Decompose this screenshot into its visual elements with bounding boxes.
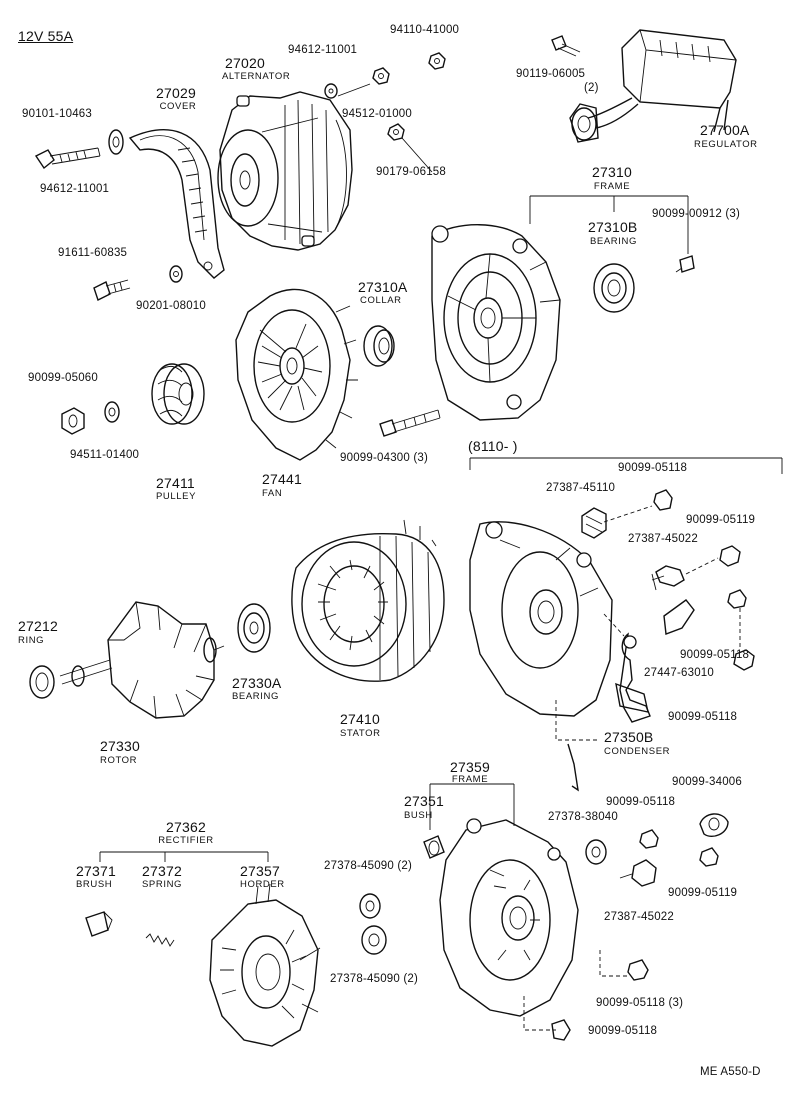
group-code-label: (8110- ) bbox=[468, 438, 518, 454]
callout-90099-05118-f: 90099-05118 bbox=[588, 1025, 658, 1037]
callout-90099-05118-c: 90099-05118 bbox=[668, 711, 738, 723]
pulley-drawing bbox=[151, 363, 205, 425]
callout-27387-45022-b: 27387-45022 bbox=[604, 911, 674, 923]
callout-90179-06158: 90179-06158 bbox=[376, 166, 446, 178]
part-number-27029: 27029 bbox=[156, 85, 196, 101]
callout-27378-45090-b: 27378-45090 (2) bbox=[330, 973, 419, 985]
rear-group-bracket bbox=[469, 457, 783, 474]
part-number-27372: 27372 bbox=[142, 863, 182, 879]
part-name-fan: FAN bbox=[262, 488, 283, 499]
part-name-spring: SPRING bbox=[142, 879, 183, 890]
callout-27447-63010: 27447-63010 bbox=[644, 667, 714, 679]
callout-27378-38040: 27378-38040 bbox=[548, 811, 618, 823]
part-name-bearing-27310b: BEARING bbox=[590, 236, 637, 247]
callout-94110-41000: 94110-41000 bbox=[390, 24, 460, 36]
callout-90099-00912: 90099-00912 (3) bbox=[652, 208, 741, 220]
part-name-cover: COVER bbox=[159, 101, 197, 112]
bolt-90101-drawing bbox=[34, 129, 124, 170]
rectifier-group-bracket bbox=[99, 851, 269, 862]
part-name-rotor: ROTOR bbox=[100, 755, 138, 766]
part-number-27020: 27020 bbox=[225, 55, 265, 71]
part-number-27371: 27371 bbox=[76, 863, 116, 879]
callout-94612-11001-washer: 94612-11001 bbox=[40, 183, 110, 195]
part-number-27411: 27411 bbox=[156, 475, 195, 491]
callout-90099-05118-e: 90099-05118 (3) bbox=[596, 997, 684, 1009]
part-name-horder: HORDER bbox=[240, 879, 285, 890]
part-number-27310b: 27310B bbox=[588, 219, 638, 235]
part-number-27357: 27357 bbox=[240, 863, 280, 879]
part-number-27330a: 27330A bbox=[232, 675, 282, 691]
callout-94612-11001: 94612-11001 bbox=[288, 44, 358, 56]
rear-frame-group-bracket bbox=[429, 783, 515, 830]
callout-27387-45022-a: 27387-45022 bbox=[628, 533, 698, 545]
part-name-alternator: ALTERNATOR bbox=[222, 71, 291, 82]
callout-90101-10463: 90101-10463 bbox=[22, 108, 92, 120]
part-number-27350b: 27350B bbox=[604, 729, 654, 745]
part-number-27359: 27359 bbox=[450, 759, 490, 775]
illustration-reference-code: ME A550-D bbox=[700, 1066, 761, 1078]
part-number-27351: 27351 bbox=[404, 793, 444, 809]
callout-94511-01400: 94511-01400 bbox=[70, 449, 140, 461]
voltage-amperage-spec: 12V 55A bbox=[18, 28, 74, 44]
part-name-pulley: PULLEY bbox=[156, 491, 197, 502]
part-name-rectifier: RECTIFIER bbox=[158, 835, 214, 846]
part-number-27700a: 27700A bbox=[700, 122, 750, 138]
part-name-ring: RING bbox=[18, 635, 45, 646]
rear-frame-drawing bbox=[439, 818, 579, 1017]
part-name-bush: BUSH bbox=[404, 810, 433, 821]
drive-end-frame-drawing bbox=[431, 224, 561, 421]
part-name-frame-27310: FRAME bbox=[593, 181, 631, 192]
part-name-regulator: REGULATOR bbox=[694, 139, 758, 150]
part-number-27362: 27362 bbox=[166, 819, 206, 835]
stator-drawing bbox=[291, 519, 445, 682]
regulator-drawing bbox=[551, 29, 737, 143]
part-name-frame-27359: FRAME bbox=[451, 774, 489, 785]
part-name-brush: BRUSH bbox=[76, 879, 113, 890]
callout-90099-05118-a: 90099-05118 bbox=[618, 462, 688, 474]
callout-90099-05060: 90099-05060 bbox=[28, 372, 98, 384]
alternator-assembly-drawing bbox=[217, 91, 353, 251]
callout-91611-60835: 91611-60835 bbox=[58, 247, 128, 259]
cover-drawing bbox=[128, 129, 225, 279]
part-number-27441: 27441 bbox=[262, 471, 302, 487]
callout-90099-05118-d: 90099-05118 bbox=[606, 796, 676, 808]
fan-drawing bbox=[235, 288, 358, 461]
part-number-27310a: 27310A bbox=[358, 279, 408, 295]
part-name-condenser: CONDENSER bbox=[604, 746, 671, 757]
part-name-bearing-27330a: BEARING bbox=[232, 691, 279, 702]
callout-27378-45090-a: 27378-45090 (2) bbox=[324, 860, 413, 872]
callout-quantity-2-regulator-screw: (2) bbox=[584, 82, 599, 94]
part-name-collar: COLLAR bbox=[360, 295, 402, 306]
part-name-stator: STATOR bbox=[340, 728, 381, 739]
brush-holder-drawing bbox=[209, 883, 321, 1047]
part-number-27310: 27310 bbox=[592, 164, 632, 180]
frame-group-bracket bbox=[529, 195, 689, 254]
callout-90099-05119-a: 90099-05119 bbox=[686, 514, 756, 526]
part-number-27410: 27410 bbox=[340, 711, 380, 727]
callout-94512-01000: 94512-01000 bbox=[342, 108, 412, 120]
callout-90119-06005: 90119-06005 bbox=[516, 68, 586, 80]
callout-90099-04300: 90099-04300 (3) bbox=[340, 452, 429, 464]
part-number-27330: 27330 bbox=[100, 738, 140, 754]
callout-90099-05118-b: 90099-05118 bbox=[680, 649, 750, 661]
rectifier-end-frame-drawing bbox=[469, 521, 613, 741]
callout-27387-45110: 27387-45110 bbox=[546, 482, 616, 494]
part-number-27212: 27212 bbox=[18, 618, 58, 634]
callout-90099-34006: 90099-34006 bbox=[672, 776, 742, 788]
rotor-drawing bbox=[59, 601, 225, 719]
callout-90201-08010: 90201-08010 bbox=[136, 300, 206, 312]
callout-90099-05119-b: 90099-05119 bbox=[668, 887, 738, 899]
